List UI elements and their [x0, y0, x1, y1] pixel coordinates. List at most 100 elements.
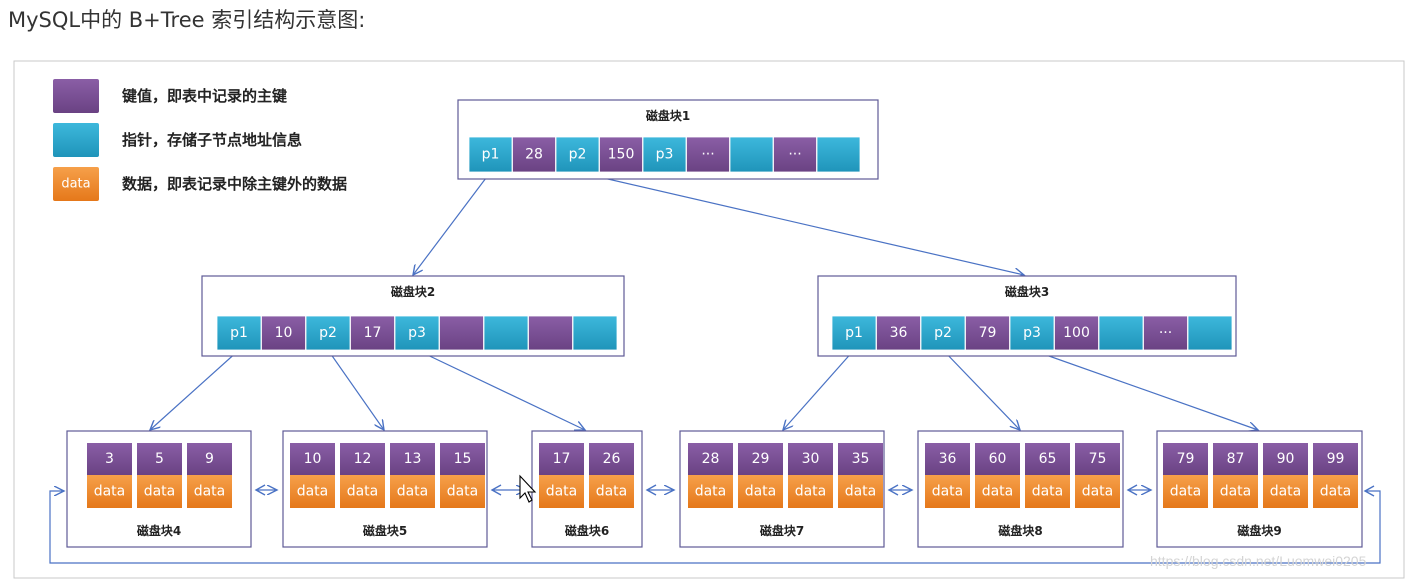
pointer-label: p2 [934, 325, 952, 341]
leaf-data-cell [1213, 475, 1258, 508]
pointer-label: p3 [408, 325, 426, 341]
leaf-data-cell [1163, 475, 1208, 508]
leaf-key-label: 65 [1039, 451, 1057, 467]
leaf-data-label: data [695, 484, 727, 500]
leaf-data-label: data [845, 484, 877, 500]
leaf-data-label: data [1270, 484, 1302, 500]
leaf-key-label: 36 [939, 451, 957, 467]
pointer-arrow [413, 171, 491, 275]
leaf-data-cell [589, 475, 634, 508]
leaf-data-label: data [1170, 484, 1202, 500]
legend-swatch-pointer [53, 123, 99, 157]
leaf-data-label: data [94, 484, 126, 500]
leaf-data-cell [390, 475, 435, 508]
leaf-key-label: 9 [205, 451, 214, 467]
leaf-data-cell [738, 475, 783, 508]
pointer-arrow [577, 171, 1025, 275]
leaf-data-cell [1025, 475, 1070, 508]
leaf-key-label: 87 [1227, 451, 1245, 467]
leaf-wrap-arrowhead [1363, 485, 1375, 497]
leaf-link-arrowhead [887, 484, 899, 496]
pointer-arrow [1031, 349, 1258, 430]
key-cell [350, 315, 395, 351]
disk-block-title: 磁盘块8 [997, 523, 1042, 538]
pointer-label: p3 [1023, 325, 1041, 341]
pointer-cell [305, 315, 351, 351]
legend-label: 指针，存储子节点地址信息 [122, 131, 302, 149]
leaf-key-cell [1213, 443, 1258, 475]
leaf-key-cell [589, 443, 634, 475]
key-cell [261, 315, 306, 351]
leaf-data-label: data [1220, 484, 1252, 500]
pointer-label: p1 [230, 325, 248, 341]
key-label: ··· [1159, 325, 1172, 341]
legend-label: 键值，即表中记录的主键 [121, 87, 287, 105]
key-cell [965, 315, 1010, 351]
pointer-arrow [416, 349, 585, 430]
key-label: 36 [890, 325, 908, 341]
disk-block-title: 磁盘块5 [362, 523, 407, 538]
key-label: 79 [979, 325, 997, 341]
leaf-data-label: data [1032, 484, 1064, 500]
leaf-data-label: data [546, 484, 578, 500]
leaf-data-label: data [447, 484, 479, 500]
key-label: ··· [788, 147, 801, 163]
pointer-cell [831, 315, 877, 351]
key-cell [599, 136, 643, 173]
disk-block-title: 磁盘块4 [136, 523, 181, 538]
leaf-link-arrowhead [645, 484, 657, 496]
key-label: 150 [608, 147, 635, 163]
key-cell [1054, 315, 1099, 351]
pointer-label: p1 [482, 147, 500, 163]
leaf-link-arrowhead [490, 484, 502, 496]
leaf-key-cell [925, 443, 970, 475]
leaf-key-cell [838, 443, 883, 475]
leaf-data-label: data [795, 484, 827, 500]
pointer-cell [483, 315, 529, 351]
leaf-data-cell [187, 475, 232, 508]
disk-block-title: 磁盘块9 [1236, 523, 1281, 538]
leaf-key-cell [390, 443, 435, 475]
leaf-data-label: data [745, 484, 777, 500]
pointer-cell [468, 136, 513, 173]
pointer-arrow [327, 349, 384, 430]
leaf-key-label: 3 [105, 451, 114, 467]
pointer-cell [729, 136, 774, 173]
pointer-cell [1187, 315, 1233, 351]
key-label: 100 [1063, 325, 1090, 341]
leaf-data-label: data [932, 484, 964, 500]
leaf-data-cell [1263, 475, 1308, 508]
pointer-cell [216, 315, 262, 351]
leaf-data-cell [340, 475, 385, 508]
diagram-frame [13, 60, 1405, 579]
leaf-data-label: data [194, 484, 226, 500]
key-cell [876, 315, 921, 351]
pointer-label: p2 [569, 147, 587, 163]
key-label: 28 [525, 147, 543, 163]
leaf-link-arrowhead [254, 484, 266, 496]
leaf-key-cell [187, 443, 232, 475]
leaf-key-label: 60 [989, 451, 1007, 467]
pointer-cell [1098, 315, 1144, 351]
leaf-data-cell [87, 475, 132, 508]
leaf-data-cell [440, 475, 485, 508]
leaf-data-cell [925, 475, 970, 508]
key-cell [773, 136, 817, 173]
key-cell [512, 136, 556, 173]
leaf-key-cell [975, 443, 1020, 475]
leaf-key-cell [788, 443, 833, 475]
leaf-key-label: 10 [304, 451, 322, 467]
leaf-data-cell [290, 475, 335, 508]
leaf-data-cell [1313, 475, 1358, 508]
disk-block-title: 磁盘块1 [645, 108, 690, 123]
leaf-key-label: 79 [1177, 451, 1195, 467]
leaf-key-label: 26 [603, 451, 621, 467]
leaf-link-arrowhead [1126, 484, 1138, 496]
leaf-key-cell [340, 443, 385, 475]
leaf-key-label: 90 [1277, 451, 1295, 467]
